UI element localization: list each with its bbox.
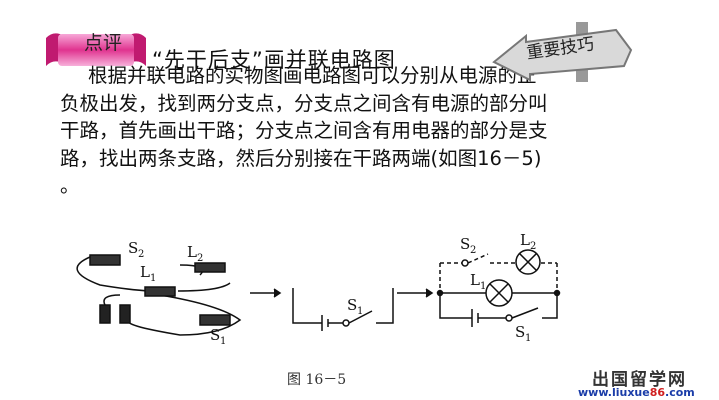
body-line: 负极出发，找到两分支点，分支点之间含有电源的部分叫 bbox=[60, 91, 548, 115]
trunk-circuit-diagram bbox=[292, 288, 394, 331]
label-l2: L bbox=[520, 231, 530, 249]
ribbon-decoration bbox=[46, 33, 146, 66]
parallel-circuit-diagram bbox=[436, 249, 561, 327]
physical-circuit-drawing bbox=[76, 254, 242, 336]
svg-text:1: 1 bbox=[150, 273, 156, 284]
label-l2: L bbox=[187, 243, 197, 261]
label-s2: S bbox=[128, 239, 138, 257]
svg-text:1: 1 bbox=[480, 281, 486, 292]
body-paragraph: 根据并联电路的实物图画电路图可以分别从电源的正 负极出发，找到两分支点，分支点之… bbox=[60, 62, 700, 200]
label-l1: L bbox=[140, 263, 150, 281]
body-line: 路，找出两条支路，然后分别接在干路两端(如图16－5) bbox=[60, 146, 542, 170]
label-l1: L bbox=[470, 271, 480, 289]
svg-text:1: 1 bbox=[525, 333, 531, 344]
figure-caption: 图 16－5 bbox=[287, 372, 347, 388]
body-line: 干路，首先画出干路；分支点之间含有用电器的部分是支 bbox=[60, 119, 548, 142]
section-title: “先干后支”画并联电路图 bbox=[152, 48, 396, 72]
label-s1: S bbox=[347, 296, 357, 314]
label-s1: S bbox=[210, 326, 220, 344]
svg-text:2: 2 bbox=[197, 253, 203, 264]
label-s1: S bbox=[515, 323, 525, 341]
svg-text:2: 2 bbox=[530, 241, 536, 252]
svg-text:2: 2 bbox=[470, 245, 476, 256]
body-line: 。 bbox=[60, 174, 80, 197]
label-s2: S bbox=[460, 235, 470, 253]
body-line: 根据并联电路的实物图画电路图可以分别从电源的正 bbox=[88, 64, 537, 87]
svg-text:2: 2 bbox=[138, 249, 144, 260]
watermark-name: 出国留学网 bbox=[592, 370, 687, 390]
svg-text:1: 1 bbox=[357, 306, 363, 317]
svg-text:1: 1 bbox=[220, 336, 226, 347]
watermark-url: www.liuxue86.com bbox=[578, 386, 695, 399]
signpost-arrow-icon bbox=[492, 22, 633, 82]
review-tag-label: 点评 bbox=[84, 32, 123, 54]
